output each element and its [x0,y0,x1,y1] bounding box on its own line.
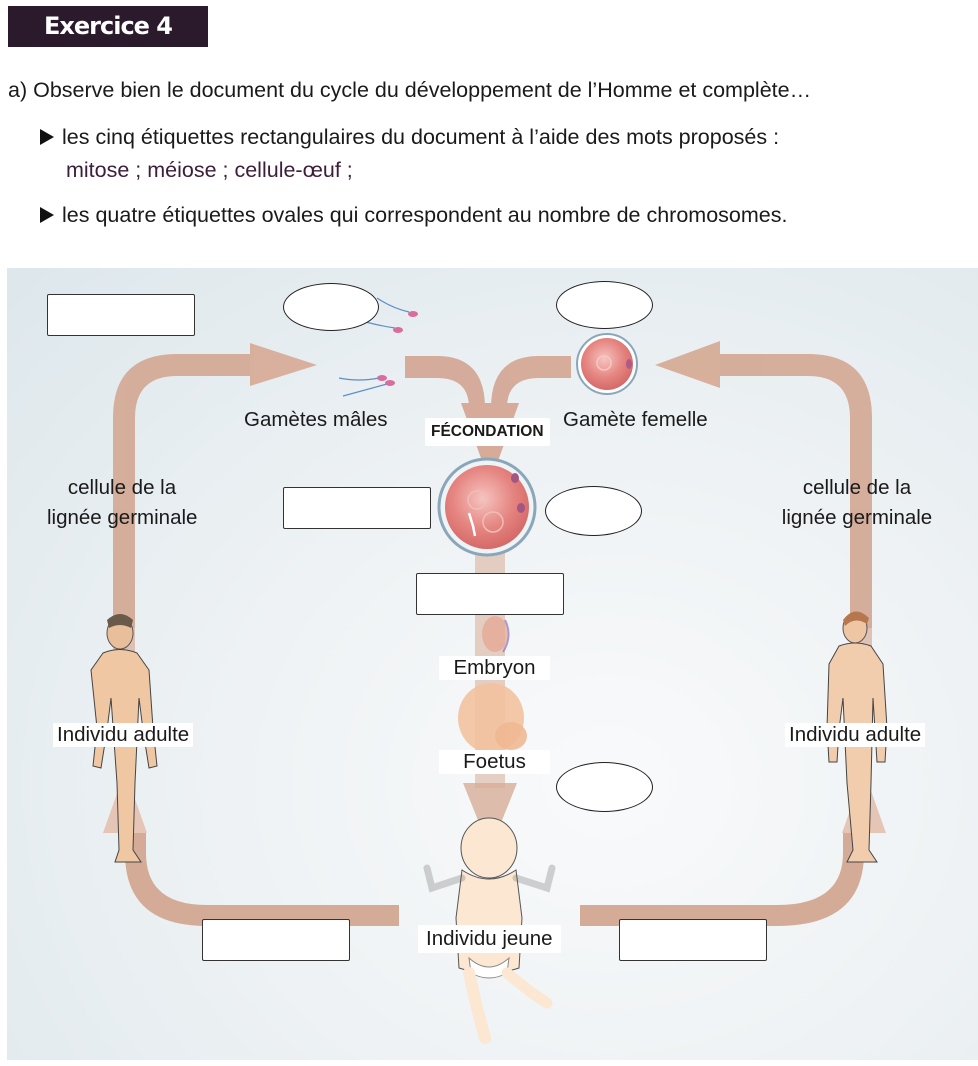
instruction-bullet-2-text: les quatre étiquettes ovales qui corresp… [62,203,788,227]
life-cycle-diagram: Gamètes mâles Gamète femelle FÉCONDATION… [7,268,978,1060]
proposed-words: mitose ; méiose ; cellule-œuf ; [66,158,353,182]
embryo-illustration [482,616,510,653]
instruction-bullet-2: les quatre étiquettes ovales qui corresp… [40,202,787,228]
diagram-artwork [90,297,888,1044]
label-embryo: Embryon [439,656,550,680]
oval-blank-egg-cell[interactable] [545,486,642,536]
oval-blank-male-gametes[interactable] [283,283,379,331]
instruction-bullet-1-text: les cinq étiquettes rectangulaires du do… [62,125,780,149]
oval-blank-fetus[interactable] [556,762,653,812]
ovum-illustration [576,333,638,395]
instruction-intro: a) Observe bien le document du cycle du … [8,78,812,102]
oval-blank-female-gamete[interactable] [556,281,653,329]
label-germline-left-line1: cellule de la [67,476,177,499]
label-fertilization: FÉCONDATION [425,418,550,446]
fetus-illustration [458,683,527,753]
bullet-triangle-icon [40,129,54,145]
rect-blank-egg-left[interactable] [283,487,431,529]
rect-blank-bottom-left[interactable] [202,919,350,961]
egg-cell-illustration [437,457,537,557]
label-germline-right: cellule de la lignée germinale [777,476,937,530]
label-female-gamete: Gamète femelle [563,408,708,431]
rect-blank-top-left[interactable] [47,294,195,336]
label-germline-left-line2: lignée germinale [47,506,198,529]
exercise-title: Exercice 4 [8,6,208,47]
label-young-individual: Individu jeune [418,925,561,953]
sperm-cells-illustration [338,297,418,397]
bottom-left-arrow [103,771,399,926]
label-adult-left: Individu adulte [53,723,194,747]
instruction-bullet-1: les cinq étiquettes rectangulaires du do… [40,124,779,150]
male-adult-illustration [90,614,158,863]
development-arrow-head [463,783,517,850]
label-germline-right-line2: lignée germinale [781,506,933,529]
label-fetus: Foetus [439,750,550,774]
label-adult-right: Individu adulte [785,723,926,747]
rect-blank-below-egg[interactable] [416,573,564,615]
rect-blank-bottom-right[interactable] [619,919,767,961]
label-male-gametes: Gamètes mâles [244,408,388,431]
label-germline-right-line1: cellule de la [802,476,912,499]
label-germline-left: cellule de la lignée germinale [47,476,197,530]
bullet-triangle-icon [40,207,54,223]
